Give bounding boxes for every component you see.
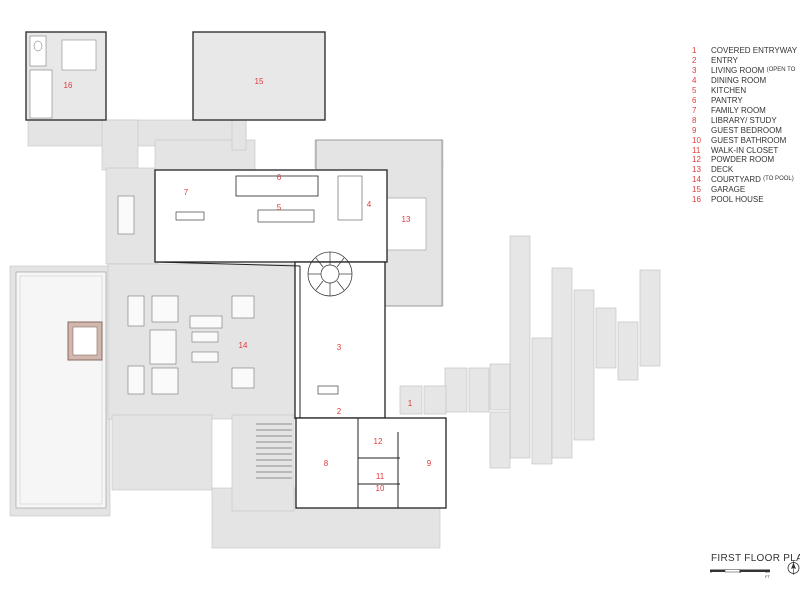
legend-name: POOL HOUSE bbox=[711, 195, 764, 205]
legend-name: LIBRARY/ STUDY bbox=[711, 115, 777, 125]
legend-name: POWDER ROOM bbox=[711, 155, 775, 165]
legend-row: 9 GUEST BEDROOM bbox=[692, 126, 800, 136]
interior-walls bbox=[154, 175, 400, 508]
legend-number: 16 bbox=[692, 195, 701, 205]
legend-row: 13 DECK bbox=[692, 165, 800, 175]
legend-row: 11 WALK-IN CLOSET bbox=[692, 146, 800, 156]
house-interior bbox=[154, 169, 447, 509]
room-number-11: 11 bbox=[376, 472, 385, 481]
legend-name: ENTRY bbox=[711, 55, 738, 65]
courtyard-furniture bbox=[117, 195, 255, 395]
legend-name: GARAGE bbox=[711, 185, 746, 195]
legend-number: 7 bbox=[692, 105, 697, 115]
legend-number: 3 bbox=[692, 65, 697, 75]
legend-name: GUEST BEDROOM bbox=[711, 125, 782, 135]
legend-name: GUEST BATHROOM bbox=[711, 135, 787, 145]
pool-house bbox=[25, 31, 107, 121]
room-number-12: 12 bbox=[374, 437, 383, 446]
legend-row: 6 PANTRY bbox=[692, 96, 800, 106]
legend-number: 8 bbox=[692, 115, 697, 125]
legend-row: 14 COURTYARD (TO POOL) bbox=[692, 175, 800, 185]
legend-row: 4 DINING ROOM bbox=[692, 76, 800, 86]
room-number-15: 15 bbox=[255, 77, 264, 86]
legend-number: 4 bbox=[692, 75, 697, 85]
room-legend: 1 COVERED ENTRYWAY 2 ENTRY 3 LIVING ROOM (O… bbox=[692, 46, 800, 205]
legend-name: PANTRY bbox=[711, 95, 743, 105]
legend-note: (TO POOL) bbox=[763, 176, 794, 183]
legend-row: 7 FAMILY ROOM bbox=[692, 106, 800, 116]
legend-number: 15 bbox=[692, 185, 701, 195]
legend-number: 11 bbox=[692, 145, 701, 155]
legend-name: WALK-IN CLOSET bbox=[711, 145, 779, 155]
legend-row: 5 KITCHEN bbox=[692, 86, 800, 96]
room-number-1: 1 bbox=[408, 399, 413, 408]
room-number-2: 2 bbox=[337, 407, 342, 416]
spiral-stair bbox=[307, 251, 353, 297]
legend-number: 12 bbox=[692, 155, 701, 165]
legend-note: (OPEN TO bbox=[766, 66, 796, 73]
legend-name: KITCHEN bbox=[711, 85, 747, 95]
room-number-3: 3 bbox=[337, 343, 342, 352]
legend-number: 5 bbox=[692, 85, 697, 95]
legend-name: LIVING ROOM bbox=[711, 65, 765, 75]
room-number-16: 16 bbox=[64, 81, 73, 90]
legend-name: DINING ROOM bbox=[711, 75, 767, 85]
garage bbox=[192, 31, 326, 121]
scale-label-0: 0 bbox=[710, 569, 713, 574]
legend-row: 1 COVERED ENTRYWAY bbox=[692, 46, 800, 56]
scale-label-5: 5 bbox=[739, 569, 742, 574]
legend-row: 15 GARAGE bbox=[692, 185, 800, 195]
room-number-13: 13 bbox=[402, 215, 411, 224]
legend-number: 1 bbox=[692, 46, 697, 55]
legend-row: 12 POWDER ROOM bbox=[692, 155, 800, 165]
legend-row: 2 ENTRY bbox=[692, 56, 800, 66]
exterior-stair bbox=[256, 423, 292, 479]
room-number-6: 6 bbox=[277, 173, 282, 182]
scale-bar: 0 5 10 FT bbox=[710, 564, 774, 582]
legend-name: FAMILY ROOM bbox=[711, 105, 766, 115]
pool bbox=[15, 271, 107, 509]
north-arrow-icon bbox=[787, 561, 800, 575]
plan-title: FIRST FLOOR PLAN bbox=[711, 553, 800, 564]
room-number-9: 9 bbox=[427, 459, 432, 468]
legend-number: 2 bbox=[692, 55, 697, 65]
legend-number: 14 bbox=[692, 175, 701, 185]
room-number-7: 7 bbox=[184, 188, 189, 197]
legend-row: 8 LIBRARY/ STUDY bbox=[692, 116, 800, 126]
legend-number: 6 bbox=[692, 95, 697, 105]
legend-row: 10 GUEST BATHROOM bbox=[692, 136, 800, 146]
scale-bar-graphic bbox=[710, 569, 770, 573]
legend-row: 16 POOL HOUSE bbox=[692, 195, 800, 205]
room-number-4: 4 bbox=[367, 200, 372, 209]
scale-label-10: 10 FT bbox=[765, 569, 770, 579]
room-number-14: 14 bbox=[239, 341, 248, 350]
legend-name: COVERED ENTRYWAY bbox=[711, 46, 798, 55]
dining-table bbox=[337, 175, 363, 221]
legend-row: 3 LIVING ROOM (OPEN TO bbox=[692, 66, 800, 76]
room-number-5: 5 bbox=[277, 203, 282, 212]
room-numbers: 1 2 3 4 5 6 7 8 9 10 11 12 13 14 15 16 bbox=[64, 77, 432, 493]
stepping-slabs bbox=[399, 235, 661, 469]
legend-number: 10 bbox=[692, 135, 701, 145]
legend-number: 13 bbox=[692, 165, 701, 175]
legend-number: 9 bbox=[692, 125, 697, 135]
legend-name: COURTYARD bbox=[711, 175, 761, 185]
room-number-10: 10 bbox=[376, 484, 385, 493]
room-number-8: 8 bbox=[324, 459, 329, 468]
legend-name: DECK bbox=[711, 165, 734, 175]
